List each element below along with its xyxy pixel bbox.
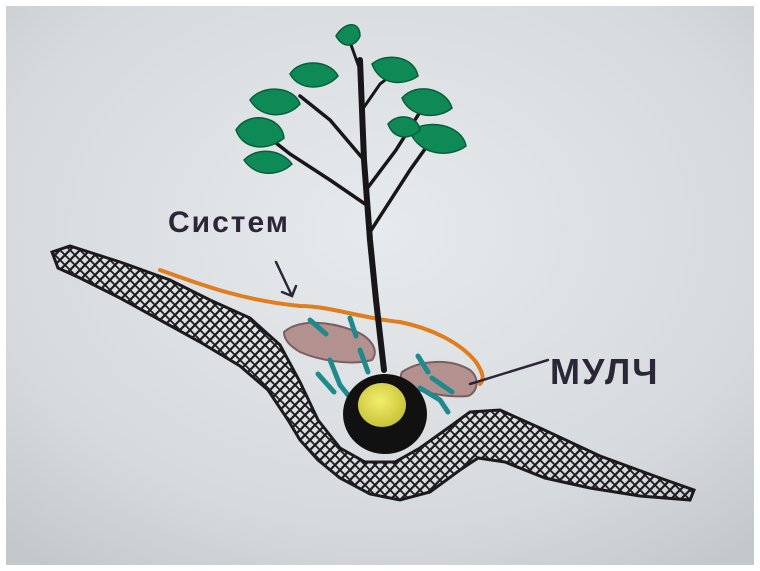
mulch-label: МУЛЧ (550, 351, 660, 392)
root-ball (358, 383, 406, 427)
system-label: Систем (168, 206, 290, 239)
